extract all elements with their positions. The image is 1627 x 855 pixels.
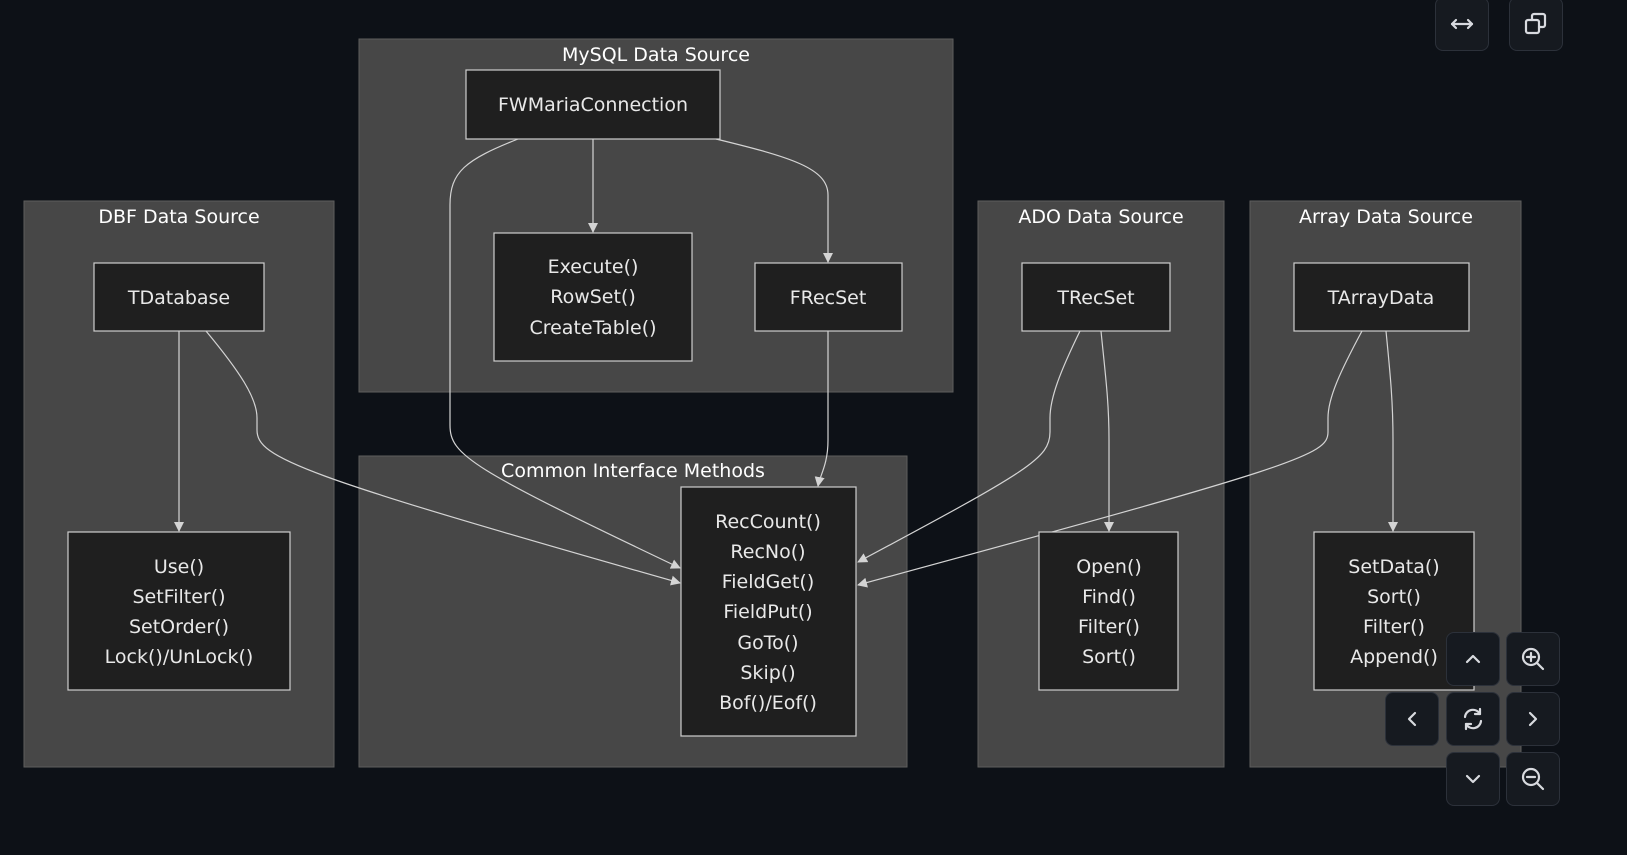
node-label: Bof()/Eof() xyxy=(719,692,817,714)
edge-frecset-to-common-methods xyxy=(814,331,829,487)
node-label: SetData() xyxy=(1348,556,1439,578)
node-label: TRecSet xyxy=(1056,287,1134,309)
chevron-left-icon xyxy=(1407,711,1417,727)
copy-icon xyxy=(1524,12,1547,35)
node-label: RowSet() xyxy=(550,286,636,308)
node-label: Execute() xyxy=(548,256,639,278)
cluster-title-mysql: MySQL Data Source xyxy=(562,44,750,66)
edge-tarraydata-to-array-methods xyxy=(1385,330,1398,532)
node-tdatabase: TDatabase xyxy=(93,262,265,332)
fit-width-button[interactable] xyxy=(1435,0,1489,51)
node-label: RecNo() xyxy=(730,541,805,563)
node-mysql-methods: Execute() RowSet() CreateTable() xyxy=(493,232,693,362)
pan-down-button[interactable] xyxy=(1446,752,1500,806)
node-label: GoTo() xyxy=(737,632,798,654)
node-label: SetFilter() xyxy=(132,586,225,608)
node-ado-methods: Open() Find() Filter() Sort() xyxy=(1038,531,1179,691)
node-label: FieldPut() xyxy=(723,601,812,623)
node-label: SetOrder() xyxy=(129,616,229,638)
pan-right-button[interactable] xyxy=(1506,692,1560,746)
pan-up-button[interactable] xyxy=(1446,632,1500,686)
zoom-in-icon xyxy=(1521,647,1545,671)
node-label: Filter() xyxy=(1078,616,1140,638)
node-label: TArrayData xyxy=(1327,287,1435,309)
reset-view-button[interactable] xyxy=(1446,692,1500,746)
node-label: Append() xyxy=(1350,646,1438,668)
node-trecset: TRecSet xyxy=(1021,262,1171,332)
edge-trecset-to-ado-methods xyxy=(1100,330,1114,532)
node-frecset: FRecSet xyxy=(754,262,903,332)
edge-fwmaria-to-common-methods xyxy=(449,138,681,569)
edge-tdatabase-to-common-methods xyxy=(205,330,681,586)
cluster-title-dbf: DBF Data Source xyxy=(98,206,259,228)
flowchart-diagram: MySQL Data Source DBF Data Source Common… xyxy=(23,38,1522,768)
node-label: FieldGet() xyxy=(722,571,815,593)
node-tarraydata: TArrayData xyxy=(1293,262,1470,332)
zoom-in-button[interactable] xyxy=(1506,632,1560,686)
cluster-title-common: Common Interface Methods xyxy=(501,460,765,482)
copy-button[interactable] xyxy=(1509,0,1563,51)
fit-width-icon xyxy=(1450,18,1474,30)
edge-tarraydata-to-common-methods xyxy=(857,330,1363,588)
node-label: Open() xyxy=(1076,556,1142,578)
node-label: RecCount() xyxy=(715,511,821,533)
pan-left-button[interactable] xyxy=(1385,692,1439,746)
zoom-out-icon xyxy=(1521,767,1545,791)
cluster-title-array: Array Data Source xyxy=(1299,206,1473,228)
node-label: Sort() xyxy=(1082,646,1136,668)
node-label: Skip() xyxy=(740,662,795,684)
node-common-methods: RecCount() RecNo() FieldGet() FieldPut()… xyxy=(680,486,857,737)
node-dbf-methods: Use() SetFilter() SetOrder() Lock()/UnLo… xyxy=(67,531,291,691)
cluster-title-ado: ADO Data Source xyxy=(1018,206,1183,228)
node-label: FWMariaConnection xyxy=(498,94,688,116)
node-label: Use() xyxy=(154,556,204,578)
node-label: TDatabase xyxy=(127,287,230,309)
node-label: FRecSet xyxy=(790,287,867,309)
chevron-up-icon xyxy=(1465,654,1481,664)
chevron-down-icon xyxy=(1465,774,1481,784)
chevron-right-icon xyxy=(1528,711,1538,727)
node-label: Find() xyxy=(1082,586,1136,608)
node-fwmariaconnection: FWMariaConnection xyxy=(465,69,721,140)
node-label: Lock()/UnLock() xyxy=(105,646,254,668)
node-label: Filter() xyxy=(1363,616,1425,638)
reset-icon xyxy=(1463,707,1483,731)
edge-fwmaria-to-frecset xyxy=(715,138,833,263)
node-label: Sort() xyxy=(1367,586,1421,608)
edges xyxy=(174,138,1398,588)
edge-trecset-to-common-methods xyxy=(857,330,1081,563)
zoom-out-button[interactable] xyxy=(1506,752,1560,806)
node-label: CreateTable() xyxy=(529,317,656,339)
